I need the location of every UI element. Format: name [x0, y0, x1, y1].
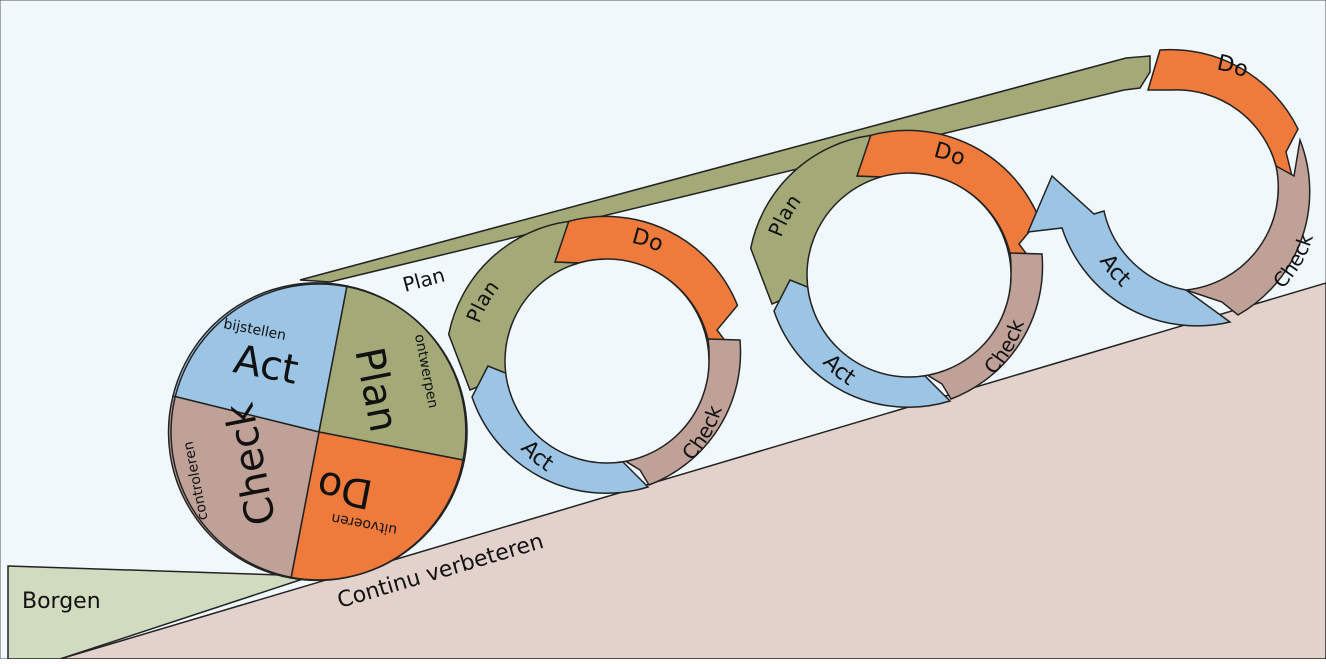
pdca-ring-3: Do Check Act — [1026, 48, 1318, 327]
wheel-rim — [170, 283, 468, 581]
ring-3-do-segment — [1146, 48, 1299, 178]
ring-3-check-segment — [1185, 137, 1311, 316]
ring-3-hole — [1096, 87, 1300, 291]
wheel-do-title: Do — [313, 461, 376, 517]
borgen-label: Borgen — [22, 589, 101, 614]
pdca-ring-2: Plan Do Check Act — [749, 129, 1044, 408]
pdca-wheel: Act bijstellen Plan ontwerpen Do uitvoer… — [167, 282, 468, 582]
ring-1-hole — [504, 258, 710, 464]
wheel-act-segment — [172, 282, 348, 433]
ring-3-act-segment — [1026, 174, 1232, 327]
pdca-ring-1: Plan Do Check Act — [447, 215, 742, 494]
wheel-check-segment — [167, 395, 320, 579]
ring-2-hole — [806, 172, 1012, 378]
plan-track — [299, 55, 1151, 283]
